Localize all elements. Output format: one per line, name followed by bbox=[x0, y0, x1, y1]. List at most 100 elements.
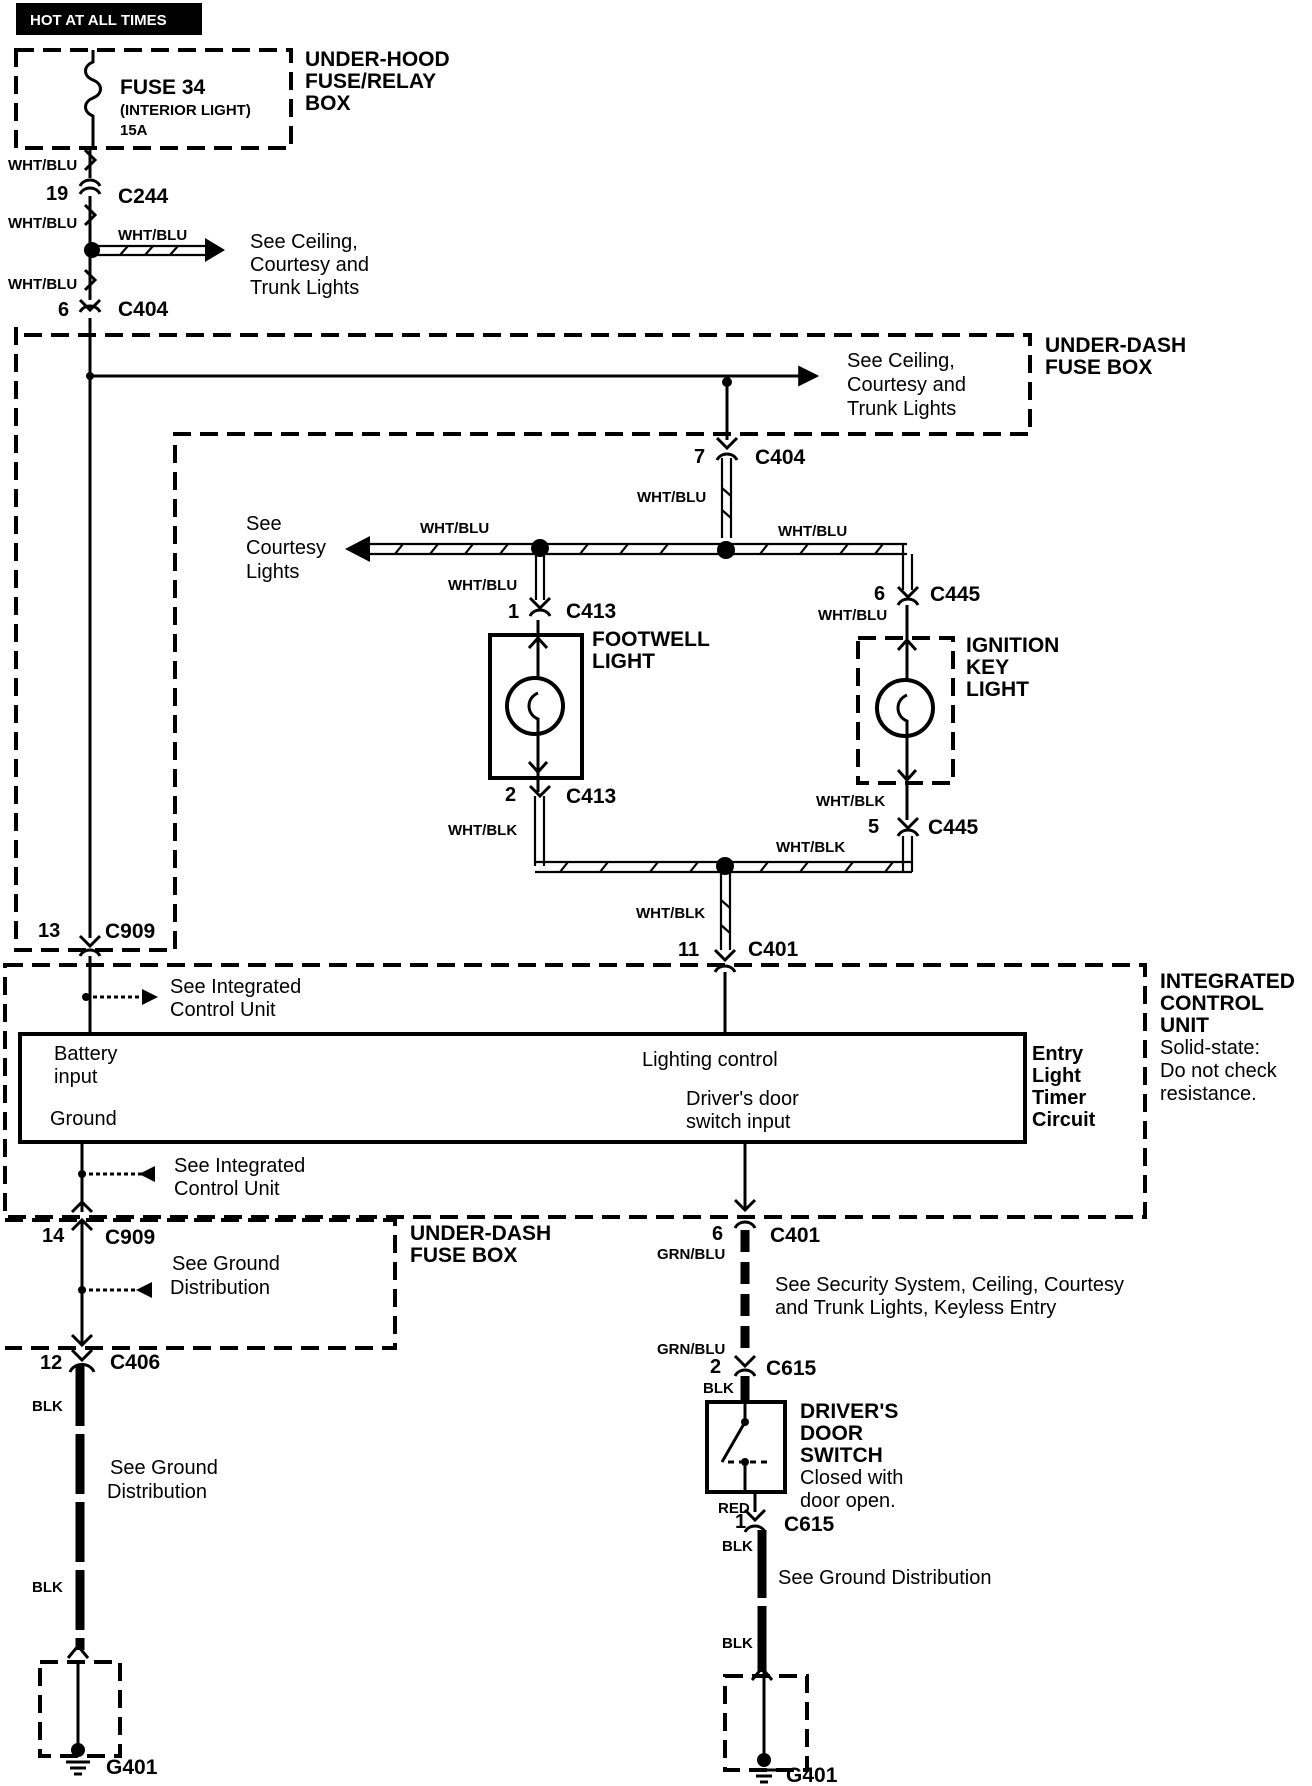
door-switch-symbol bbox=[720, 1402, 770, 1492]
c406-name: C406 bbox=[110, 1351, 160, 1374]
ref-security-a: See Security System, Ceiling, Courtesy bbox=[775, 1274, 1124, 1296]
ground-g401-box-left bbox=[38, 1660, 122, 1758]
wire-label-wht-blu-5: WHT/BLU bbox=[637, 489, 706, 506]
ref-icu-bot-a: See Integrated bbox=[174, 1155, 305, 1177]
connector-c406 bbox=[68, 1348, 96, 1373]
wire-break-3 bbox=[83, 268, 98, 292]
entry-light-timer-panel bbox=[18, 1032, 1027, 1144]
c909a-name: C909 bbox=[105, 920, 155, 943]
underdash-bottom-label-1: UNDER-DASH bbox=[410, 1222, 551, 1245]
door-switch-note-1: Closed with bbox=[800, 1467, 903, 1489]
connector-c404-pin6 bbox=[78, 298, 102, 313]
wire-label-blk-2: BLK bbox=[32, 1579, 63, 1596]
connector-c401-pin11 bbox=[713, 948, 737, 973]
wire-label-wht-blu-1: WHT/BLU bbox=[8, 157, 77, 174]
wire-c404-to-splice bbox=[720, 458, 733, 538]
connector-c413-pin1 bbox=[528, 596, 552, 617]
c244-pin: 19 bbox=[46, 183, 68, 205]
icu-note-3: resistance. bbox=[1160, 1083, 1257, 1105]
connector-c615-pin1 bbox=[743, 1508, 767, 1533]
ref-icu-top-b: Control Unit bbox=[170, 999, 276, 1021]
wire-label-grn-blu-1: GRN/BLU bbox=[657, 1246, 725, 1263]
door-switch-label-2: DOOR bbox=[800, 1422, 863, 1445]
c413a-name: C413 bbox=[566, 600, 616, 623]
ignition-key-light-bulb bbox=[875, 637, 935, 783]
wire-to-c445 bbox=[901, 544, 914, 590]
c413b-name: C413 bbox=[566, 785, 616, 808]
ref-icu-bot-b: Control Unit bbox=[174, 1178, 280, 1200]
icu-label-1: INTEGRATED bbox=[1160, 970, 1295, 993]
panel-timer-1: Entry bbox=[1032, 1043, 1084, 1065]
c401a-name: C401 bbox=[748, 938, 799, 961]
c404b-pin: 7 bbox=[694, 446, 705, 468]
g401-left-label: G401 bbox=[106, 1756, 158, 1779]
c615a-pin: 2 bbox=[710, 1356, 721, 1378]
ref-ceiling-2-c: Trunk Lights bbox=[847, 398, 956, 420]
connector-c615-pin2 bbox=[733, 1354, 757, 1377]
underdash-fuse-box-top bbox=[14, 327, 1032, 952]
badge-text: HOT AT ALL TIMES bbox=[30, 12, 167, 29]
icu-note-1: Solid-state: bbox=[1160, 1037, 1260, 1059]
footwell-label-1: FOOTWELL bbox=[592, 628, 710, 651]
icu-label-2: CONTROL bbox=[1160, 992, 1264, 1015]
wire-label-wht-blk-1: WHT/BLK bbox=[816, 793, 885, 810]
door-switch-label-1: DRIVER'S bbox=[800, 1400, 898, 1423]
underhood-label-2: FUSE/RELAY bbox=[305, 70, 436, 93]
connector-c404-pin7 bbox=[715, 436, 739, 461]
c909b-pin: 14 bbox=[42, 1225, 65, 1247]
ref-ceiling-2-a: See Ceiling, bbox=[847, 350, 955, 372]
c404a-name: C404 bbox=[118, 298, 169, 321]
wire-label-wht-blk-4: WHT/BLK bbox=[636, 905, 705, 922]
wire-break-1 bbox=[83, 148, 98, 172]
c445b-name: C445 bbox=[928, 816, 979, 839]
ref-icu-top-a: See Integrated bbox=[170, 976, 301, 998]
c445a-name: C445 bbox=[930, 583, 981, 606]
ignition-label-1: IGNITION bbox=[966, 634, 1059, 657]
connector-c909-pin13 bbox=[78, 934, 102, 957]
c413b-pin: 2 bbox=[505, 784, 516, 806]
wire-label-red: RED bbox=[718, 1500, 750, 1517]
connector-c244 bbox=[78, 178, 102, 195]
fuse-34-symbol bbox=[84, 50, 102, 148]
c909a-pin: 13 bbox=[38, 920, 60, 942]
connector-c909-pin14 bbox=[70, 1217, 94, 1232]
c401a-pin: 11 bbox=[678, 939, 699, 961]
ref-ground-3: See Ground Distribution bbox=[778, 1567, 991, 1589]
wire-wht-blu-horizontal bbox=[370, 542, 907, 556]
wire-label-wht-blk-3: WHT/BLK bbox=[776, 839, 845, 856]
integrated-control-unit-box bbox=[3, 963, 1147, 1219]
ref-ceiling-1-b: Courtesy and bbox=[250, 254, 369, 276]
panel-timer-3: Timer bbox=[1032, 1087, 1086, 1109]
c615b-name: C615 bbox=[784, 1513, 835, 1536]
underdash-fuse-box-bottom bbox=[5, 1218, 397, 1350]
panel-ground: Ground bbox=[50, 1108, 117, 1130]
panel-lighting: Lighting control bbox=[642, 1049, 778, 1071]
c445a-pin: 6 bbox=[874, 583, 885, 605]
fuse-name: FUSE 34 bbox=[120, 76, 206, 99]
wire-label-blk-4: BLK bbox=[722, 1538, 753, 1555]
panel-timer-4: Circuit bbox=[1032, 1109, 1096, 1131]
c445b-pin: 5 bbox=[868, 816, 879, 838]
c615a-name: C615 bbox=[766, 1357, 817, 1380]
connector-c401-pin6 bbox=[733, 1220, 757, 1229]
ref-ground-1-a: See Ground bbox=[172, 1253, 280, 1275]
fuse-rating: 15A bbox=[120, 122, 148, 139]
ref-security-b: and Trunk Lights, Keyless Entry bbox=[775, 1297, 1056, 1319]
underhood-fuse-box bbox=[14, 48, 293, 150]
wire-to-ceiling-1 bbox=[92, 244, 205, 257]
icu-label-3: UNIT bbox=[1160, 1014, 1209, 1037]
ground-symbol-left bbox=[66, 1760, 90, 1776]
wire-label-wht-blu-7: WHT/BLU bbox=[778, 523, 847, 540]
wire-label-wht-blu-3: WHT/BLU bbox=[8, 276, 77, 293]
arrow-courtesy bbox=[345, 536, 370, 562]
arrow-ground-1 bbox=[136, 1282, 152, 1298]
ref-ceiling-2-b: Courtesy and bbox=[847, 374, 966, 396]
ref-courtesy-a: See bbox=[246, 513, 282, 535]
c244-name: C244 bbox=[118, 185, 169, 208]
c401b-name: C401 bbox=[770, 1224, 821, 1247]
c404b-name: C404 bbox=[755, 446, 806, 469]
wire-label-wht-blu-6: WHT/BLU bbox=[420, 520, 489, 537]
wire-break-2 bbox=[83, 203, 98, 227]
footwell-light-bulb bbox=[505, 620, 565, 792]
